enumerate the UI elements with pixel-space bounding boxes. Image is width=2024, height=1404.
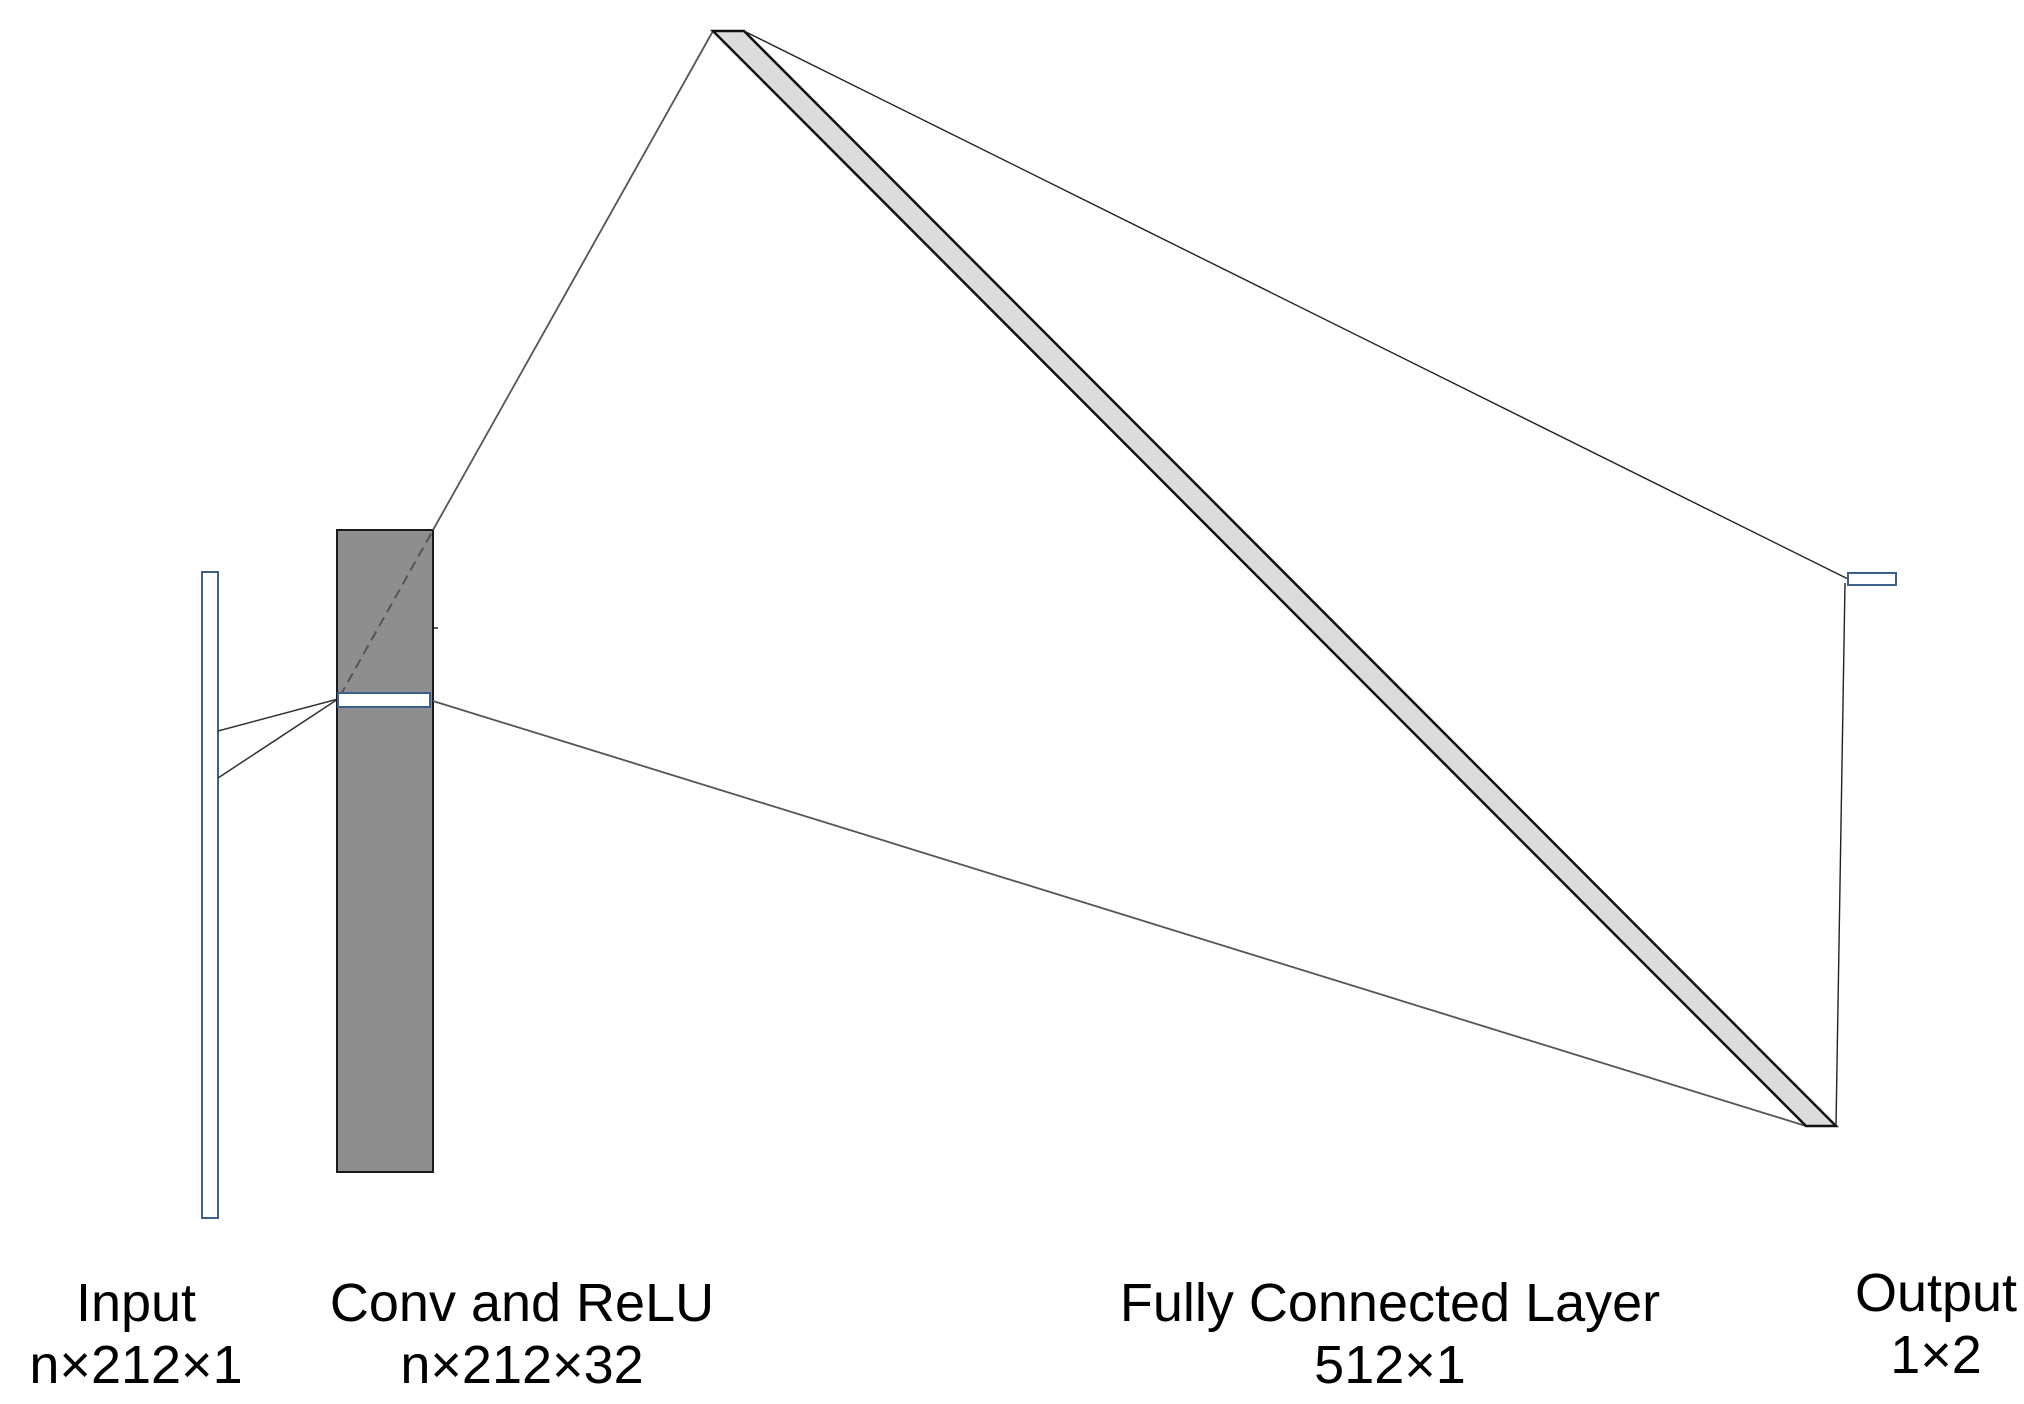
fc-to-output-top-line [743,30,1849,580]
fc-layer-name: Fully Connected Layer [1119,1273,1661,1333]
conv-window-block [337,692,431,708]
input-layer-label: Input n×212×1 [29,1272,242,1396]
conv-layer-label: Conv and ReLU n×212×32 [330,1272,714,1396]
fc-layer-label: Fully Connected Layer 512×1 [1120,1272,1660,1396]
conv-layer-name: Conv and ReLU [329,1273,715,1333]
conv-to-fc-top-line [432,30,714,531]
conv-to-fc-bottom-line [432,700,1807,1127]
input-layer-dims: n×212×1 [29,1335,243,1395]
fc-layer-dims: 512×1 [1314,1335,1466,1395]
conv-layer-dims: n×212×32 [400,1335,644,1395]
input-layer-name: Input [75,1273,197,1333]
input-to-conv-line-2 [217,698,339,779]
input-to-conv-line-1 [217,698,339,732]
output-layer-dims: 1×2 [1890,1325,1982,1385]
output-layer-label: Output 1×2 [1855,1262,2017,1386]
fc-to-output-bottom-line [1835,582,1846,1127]
output-layer-block [1847,572,1897,586]
conv-layer-block [336,529,434,1173]
output-layer-name: Output [1854,1263,2018,1323]
input-layer-block [201,571,219,1219]
